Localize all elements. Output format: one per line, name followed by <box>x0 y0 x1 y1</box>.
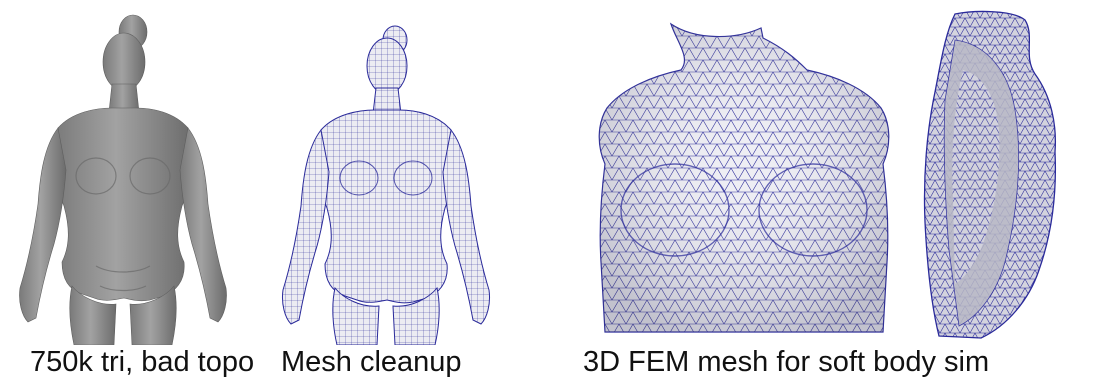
raw-scan-panel: 750k tri, bad topo <box>0 0 245 345</box>
cleaned-mesh-figure <box>255 0 495 345</box>
mesh-cleanup-panel: Mesh cleanup <box>255 0 495 345</box>
raw-scan-figure <box>0 0 245 345</box>
fem-mesh-figure <box>535 0 1099 345</box>
fem-bust <box>599 24 889 332</box>
fem-mesh-panel: 3D FEM mesh for soft body sim <box>535 0 1099 345</box>
fem-mesh-caption: 3D FEM mesh for soft body sim <box>583 346 989 379</box>
raw-scan-caption: 750k tri, bad topo <box>30 346 254 379</box>
mesh-cleanup-caption: Mesh cleanup <box>281 346 462 379</box>
fem-cross-section <box>924 12 1055 338</box>
